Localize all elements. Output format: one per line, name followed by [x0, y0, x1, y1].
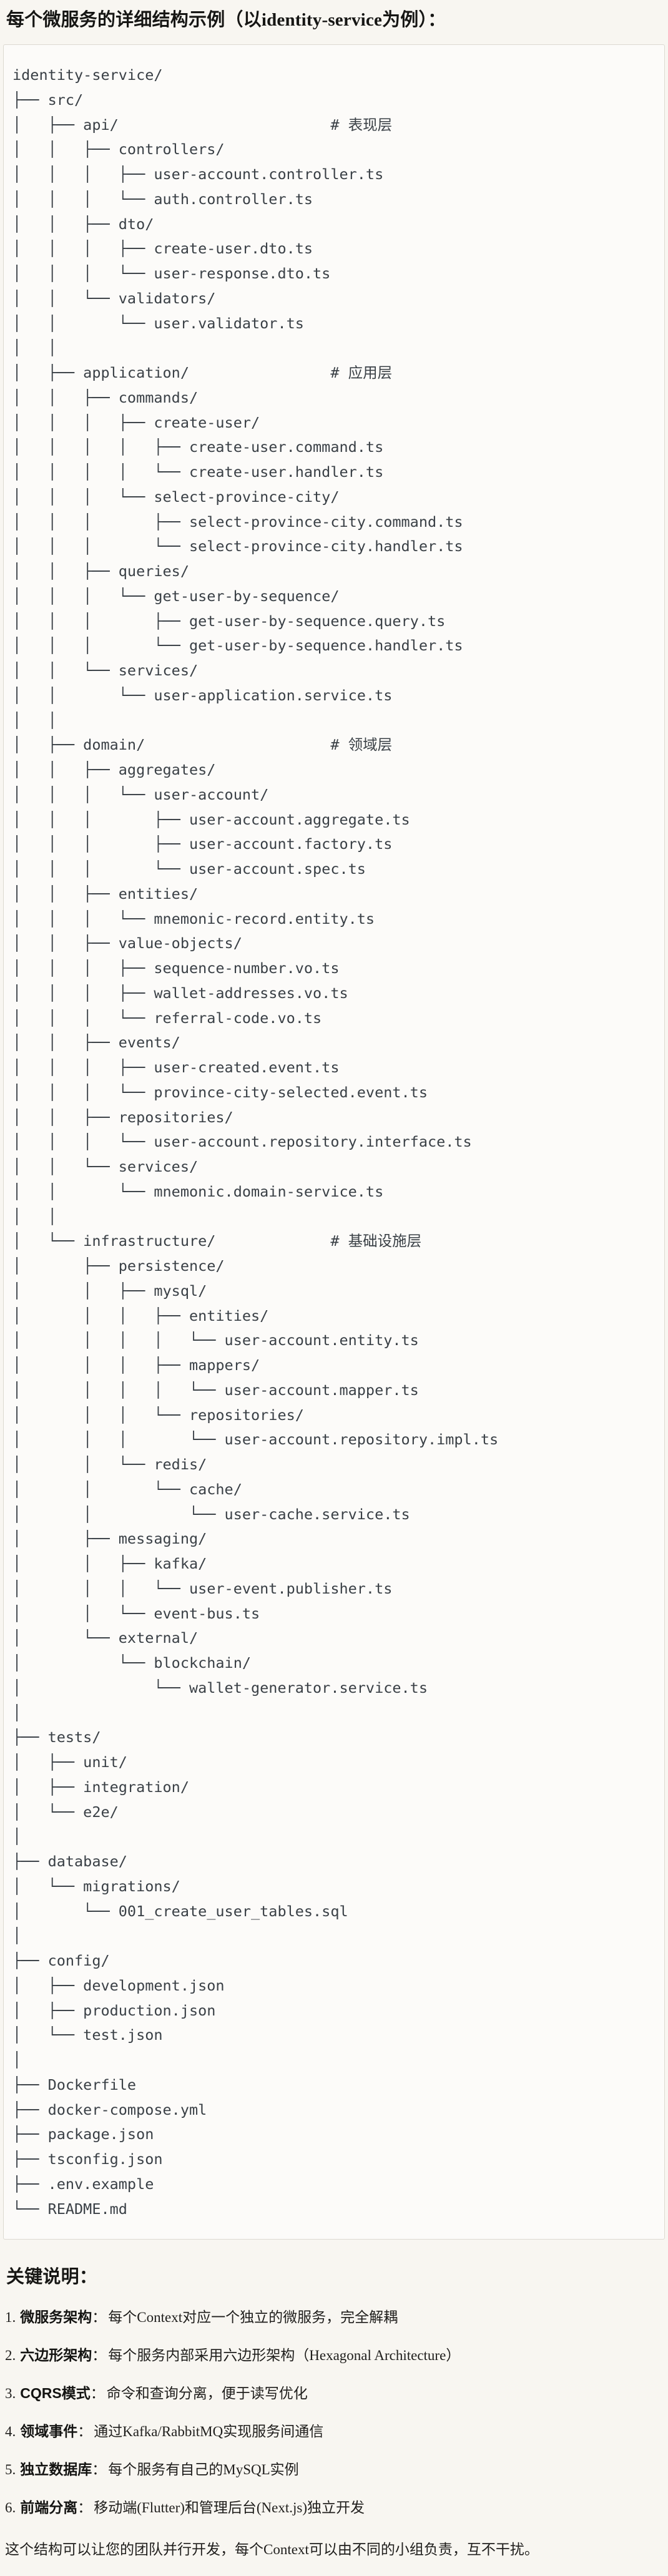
note-description: 通过Kafka/RabbitMQ实现服务间通信	[94, 2424, 324, 2440]
key-notes-section: 关键说明： 1.微服务架构：每个Context对应一个独立的微服务，完全解耦 2…	[0, 2263, 668, 2561]
closing-paragraph: 这个结构可以让您的团队并行开发，每个Context可以由不同的小组负责，互不干扰…	[5, 2542, 539, 2558]
note-item: 4.领域事件：通过Kafka/RabbitMQ实现服务间通信	[5, 2420, 662, 2443]
note-number: 4.	[5, 2424, 16, 2440]
note-description: 每个Context对应一个独立的微服务，完全解耦	[108, 2309, 398, 2326]
note-term: CQRS模式	[20, 2385, 91, 2402]
note-number: 3.	[5, 2386, 16, 2402]
note-description: 每个服务内部采用六边形架构（Hexagonal Architecture）	[108, 2348, 461, 2364]
note-term: 前端分离	[20, 2499, 78, 2516]
note-colon: ：	[77, 2424, 92, 2440]
document-page: 每个微服务的详细结构示例（以identity-service为例）： ident…	[0, 6, 668, 2561]
title-service-name: identity-service	[261, 10, 383, 30]
title-post: 为例）：	[382, 10, 446, 30]
note-item: 1.微服务架构：每个Context对应一个独立的微服务，完全解耦	[5, 2306, 662, 2329]
note-colon: ：	[92, 2348, 107, 2364]
note-term: 六边形架构	[20, 2347, 92, 2364]
directory-tree: identity-service/ ├── src/ │ ├── api/ # …	[12, 66, 499, 2218]
note-item: 6.前端分离：移动端(Flutter)和管理后台(Next.js)独立开发	[5, 2496, 662, 2519]
note-number: 6.	[5, 2500, 16, 2516]
note-item: 5.独立数据库：每个服务有自己的MySQL实例	[5, 2458, 662, 2481]
note-number: 1.	[5, 2309, 16, 2326]
note-number: 2.	[5, 2348, 16, 2364]
note-colon: ：	[90, 2386, 105, 2402]
key-notes-heading: 关键说明：	[6, 2267, 98, 2288]
note-term: 独立数据库	[20, 2461, 92, 2478]
note-description: 命令和查询分离，便于读写优化	[106, 2386, 308, 2402]
note-colon: ：	[92, 2309, 107, 2326]
note-term: 微服务架构	[20, 2309, 92, 2326]
note-colon: ：	[92, 2462, 107, 2478]
note-term: 领域事件	[20, 2423, 78, 2440]
note-colon: ：	[77, 2500, 92, 2516]
note-item: 3.CQRS模式：命令和查询分离，便于读写优化	[5, 2382, 662, 2405]
note-description: 每个服务有自己的MySQL实例	[108, 2462, 299, 2478]
key-notes-list: 1.微服务架构：每个Context对应一个独立的微服务，完全解耦 2.六边形架构…	[5, 2306, 662, 2519]
page-title: 每个微服务的详细结构示例（以identity-service为例）：	[6, 6, 668, 34]
note-item: 2.六边形架构：每个服务内部采用六边形架构（Hexagonal Architec…	[5, 2344, 662, 2367]
directory-tree-code-block: identity-service/ ├── src/ │ ├── api/ # …	[3, 44, 665, 2240]
note-description: 移动端(Flutter)和管理后台(Next.js)独立开发	[94, 2500, 365, 2516]
title-pre: 每个微服务的详细结构示例（以	[6, 10, 262, 30]
note-number: 5.	[5, 2462, 16, 2478]
